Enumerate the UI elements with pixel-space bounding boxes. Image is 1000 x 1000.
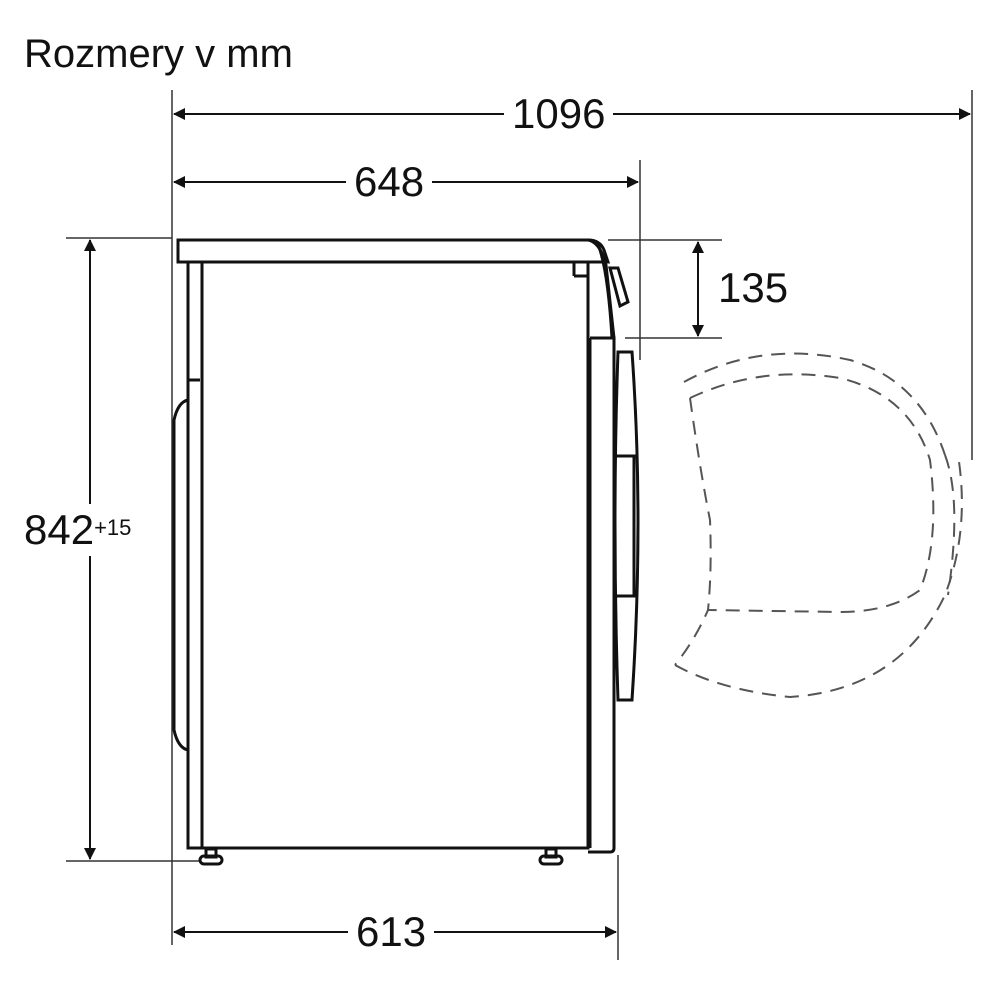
dim-height-value: 842: [24, 506, 95, 553]
dim-depth-label: 648: [346, 160, 433, 204]
door-swing-outline: [674, 352, 963, 699]
dim-total-depth-label: 1096: [504, 92, 614, 136]
dim-top-offset-label: 135: [718, 264, 789, 311]
dryer-body: [172, 238, 640, 866]
dim-height-tolerance: +15: [94, 515, 132, 540]
diagram-title: Rozmery v mm: [24, 32, 293, 76]
dim-height-label: 842+15: [22, 504, 134, 556]
dim-body-depth-label: 613: [348, 910, 435, 954]
dimension-lines: [84, 108, 971, 938]
extension-lines: [66, 90, 973, 960]
